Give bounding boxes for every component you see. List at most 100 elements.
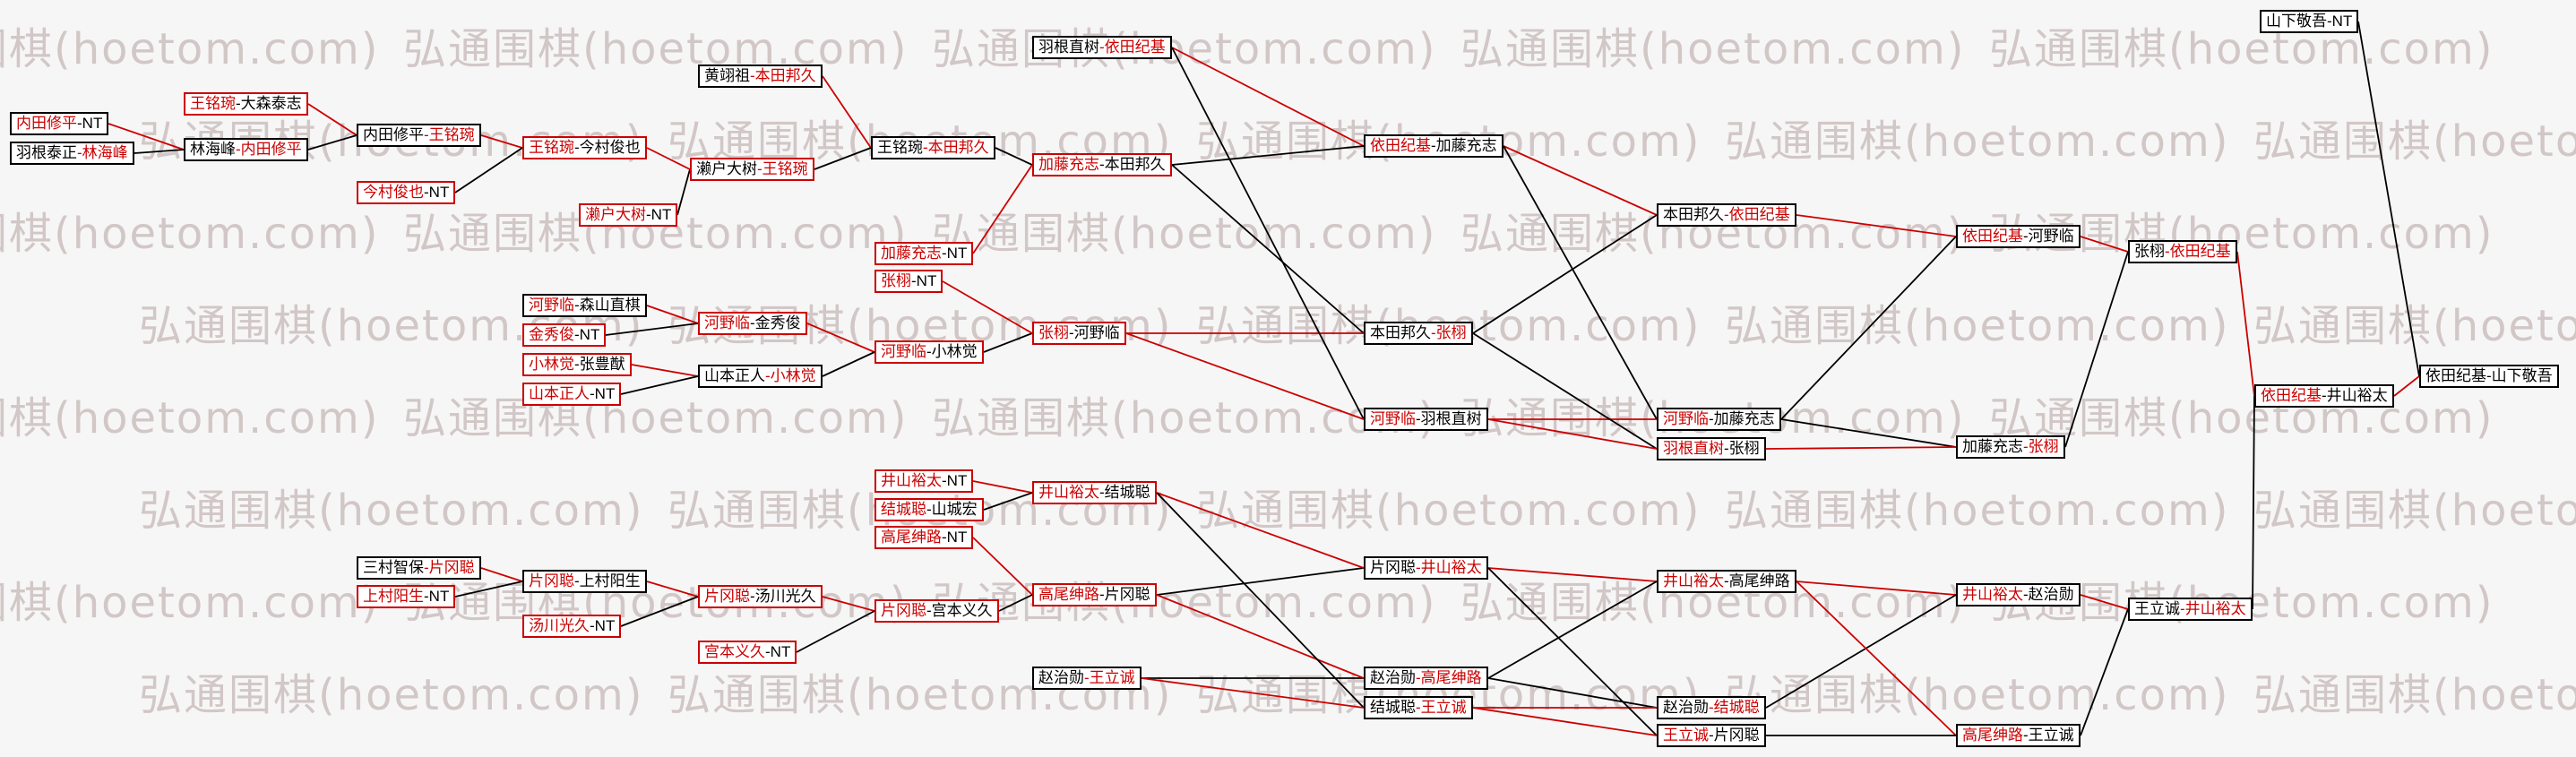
match-box[interactable]: 张栩-NT [874,270,943,294]
match-box[interactable]: 张栩-依田纪基 [2128,240,2237,264]
match-box[interactable]: 赵治勋-高尾绅路 [1364,667,1488,691]
connector-line [1472,707,1658,736]
match-box[interactable]: 河野临-加藤充志 [1657,408,1781,432]
player-name: -张豊猷 [574,356,625,373]
player-name: -片冈聪 [1099,586,1150,603]
player-name: 结城聪 [1370,699,1416,716]
player-name: -片冈聪 [1709,727,1760,744]
match-box[interactable]: 加藤充志-NT [874,242,974,266]
player-name: -井山裕太 [2322,387,2388,404]
winner-name: 濑户大树 [585,206,646,223]
match-box[interactable]: 三村智保-片冈聪 [357,556,481,581]
match-box[interactable]: 高尾绅路-王立诚 [1956,724,2081,748]
player-name: 本田邦久 [1370,324,1431,341]
player-name: 羽根泰正 [16,144,77,161]
winner-name: -结城聪 [1709,699,1760,716]
player-name: -NT [942,529,968,546]
player-name: -NT [911,272,937,289]
winner-name: 井山裕太 [881,472,942,489]
match-box[interactable]: 本田邦久-依田纪基 [1657,203,1796,228]
winner-name: -依田纪基 [2165,243,2231,260]
match-box[interactable]: 羽根泰正-林海峰 [10,142,134,166]
match-box[interactable]: 河野临-小林觉 [874,340,984,365]
match-box[interactable]: 井山裕太-结城聪 [1032,481,1157,505]
match-box[interactable]: 加藤充志-本田邦久 [1032,153,1172,177]
match-box[interactable]: 片冈聪-上村阳生 [522,570,647,594]
match-box[interactable]: 结城聪-山城宏 [874,498,984,522]
match-box[interactable]: 王立诚-片冈聪 [1657,724,1766,748]
watermark-text: 弘通围棋(hoetom.com) [1460,24,1966,74]
match-box[interactable]: 汤川光久-NT [522,615,622,639]
connector-line [2080,236,2129,253]
match-box[interactable]: 井山裕太-高尾绅路 [1657,570,1796,594]
match-box[interactable]: 片冈聪-宫本义久 [874,599,999,624]
connector-line [646,147,691,170]
match-box[interactable]: 濑户大树-NT [579,203,678,228]
player-name: -NT [942,245,968,262]
match-box[interactable]: 山下敬吾-NT [2260,10,2359,34]
match-box[interactable]: 依田纪基-山下敬吾 [2419,365,2559,389]
winner-name: -内田修平 [236,141,302,158]
match-box[interactable]: 山本正人-NT [522,383,622,407]
match-box[interactable]: 林海峰-内田修平 [184,138,308,162]
match-box[interactable]: 王铭琬-大森泰志 [184,92,308,116]
match-box[interactable]: 宫本义久-NT [698,641,797,665]
match-box[interactable]: 小林觉-张豊猷 [522,353,632,377]
match-box[interactable]: 王铭琬-本田邦久 [871,136,995,160]
match-box[interactable]: 赵治勋-结城聪 [1657,696,1766,720]
winner-name: 内田修平 [16,115,77,132]
connector-line [1503,145,1658,216]
player-name: -上村阳生 [574,572,641,589]
match-box[interactable]: 井山裕太-NT [874,469,974,494]
player-name: -宫本义久 [926,602,993,619]
watermark-text: 弘通围棋(hoetom.com) [2253,670,2576,720]
connector-line [620,596,699,627]
match-box[interactable]: 河野临-森山直棋 [522,294,647,318]
winner-name: 山本正人 [529,385,590,402]
match-box[interactable]: 上村阳生-NT [357,585,456,609]
winner-name: 依田纪基 [1962,228,2023,245]
connector-line [1141,677,1365,709]
match-box[interactable]: 高尾绅路-片冈聪 [1032,583,1157,607]
watermark-text: 弘通围棋(hoetom.com) [0,393,380,443]
match-box[interactable]: 井山裕太-赵治勋 [1956,583,2081,607]
match-box[interactable]: 依田纪基-河野临 [1956,225,2081,249]
match-box[interactable]: 黄翊祖-本田邦久 [698,65,823,89]
match-box[interactable]: 内田修平-王铭琬 [357,124,481,148]
match-box[interactable]: 依田纪基-井山裕太 [2254,384,2394,409]
match-box[interactable]: 今村俊也-NT [357,181,456,205]
player-name: 濑户大树 [696,160,757,177]
match-box[interactable]: 加藤充志-张栩 [1956,435,2065,460]
player-name: -加藤充志 [1431,137,1497,154]
winner-name: 河野临 [529,297,574,314]
player-name: -大森泰志 [236,95,302,112]
match-box[interactable]: 依田纪基-加藤充志 [1364,134,1503,159]
player-name: -金秀俊 [750,314,801,331]
winner-name: 王铭琬 [529,139,574,156]
connector-line [1156,594,1365,679]
match-box[interactable]: 金秀俊-NT [522,323,607,348]
match-box[interactable]: 结城聪-王立诚 [1364,696,1473,720]
match-box[interactable]: 高尾绅路-NT [874,526,974,550]
connector-line [2080,608,2129,736]
player-name: 片冈聪 [1370,559,1416,576]
match-box[interactable]: 王铭琬-今村俊也 [522,136,647,160]
watermark-text: 弘通围棋(hoetom.com) [1725,670,2230,720]
match-box[interactable]: 片冈聪-井山裕太 [1364,556,1488,581]
match-box[interactable]: 张栩-河野临 [1032,322,1126,346]
match-box[interactable]: 王立诚-井山裕太 [2128,598,2253,622]
match-box[interactable]: 本田邦久-张栩 [1364,322,1473,346]
match-box[interactable]: 赵治勋-王立诚 [1032,667,1142,691]
match-box[interactable]: 片冈聪-汤川光久 [698,585,823,609]
match-box[interactable]: 濑户大树-王铭琬 [690,158,814,182]
match-box[interactable]: 羽根直树-张栩 [1657,437,1766,461]
match-box[interactable]: 内田修平-NT [10,112,109,136]
match-box[interactable]: 羽根直树-依田纪基 [1032,36,1172,60]
match-box[interactable]: 河野临-羽根直树 [1364,408,1488,432]
player-name: 林海峰 [190,141,236,158]
winner-name: 井山裕太 [1663,572,1724,589]
match-box[interactable]: 河野临-金秀俊 [698,312,807,336]
match-box[interactable]: 山本正人-小林觉 [698,365,823,389]
player-name: -结城聪 [1099,484,1150,501]
watermark-text: 弘通围棋(hoetom.com) [1196,486,1702,536]
